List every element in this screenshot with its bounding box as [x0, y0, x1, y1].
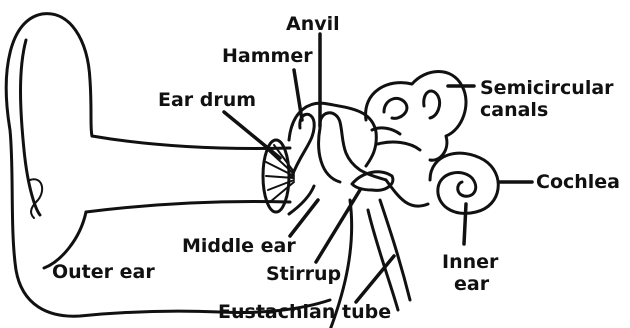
- cochlea-label: Cochlea: [536, 172, 620, 192]
- outer-ear-label: Outer ear: [52, 262, 155, 282]
- ear-drum-leader: [224, 112, 280, 158]
- anvil-label: Anvil: [286, 14, 340, 34]
- hammer-bone: [292, 114, 314, 176]
- inner-ear-label-line1: Inner: [442, 252, 498, 272]
- semicircular-label-line1: Semicircular: [480, 78, 614, 98]
- stirrup-label: Stirrup: [266, 264, 341, 284]
- inner-ear-label-line2: ear: [454, 274, 489, 294]
- hammer-label: Hammer: [222, 46, 313, 66]
- inner-ear-leader: [464, 204, 466, 244]
- middle-ear-leader: [290, 200, 318, 236]
- cochlea-shape: [430, 153, 498, 213]
- stirrup-leader: [316, 190, 360, 262]
- ear-drum-label: Ear drum: [158, 90, 256, 110]
- semicircular-label-line2: canals: [480, 100, 548, 120]
- middle-ear-label: Middle ear: [182, 236, 296, 256]
- eustachian-tube-label: Eustachian tube: [218, 302, 391, 322]
- inner-ear-shape: [368, 180, 428, 310]
